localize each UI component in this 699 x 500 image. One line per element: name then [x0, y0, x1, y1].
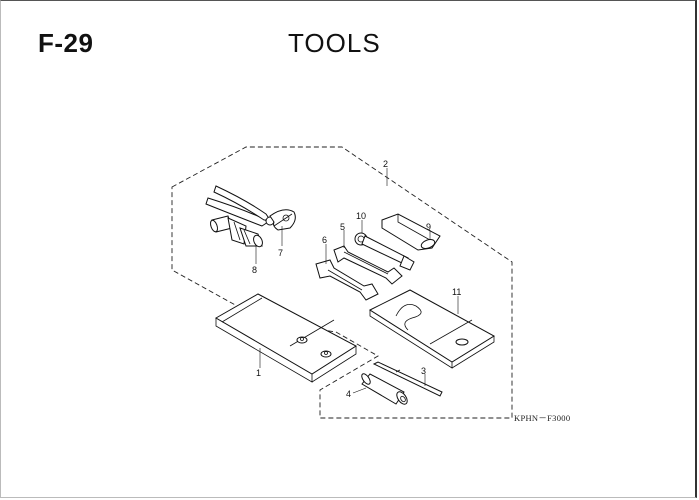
callout-3: 3	[421, 366, 426, 376]
callout-2: 2	[383, 159, 388, 169]
leader-lines	[255, 168, 459, 394]
grip-handle	[381, 213, 441, 251]
spark-plug-wrench	[210, 215, 263, 248]
tool-bag	[215, 293, 357, 383]
callout-6: 6	[322, 235, 327, 245]
callout-7: 7	[278, 248, 283, 258]
diagram-reference-code: KPHN－F3000	[514, 413, 570, 423]
callout-10: 10	[356, 211, 366, 221]
wrench-double-open-end-6	[315, 259, 379, 301]
page-code: F-29	[38, 28, 94, 58]
tool-kit-boundary	[171, 146, 513, 419]
callout-4: 4	[346, 389, 351, 399]
screwdriver-handle	[361, 373, 408, 405]
pliers	[205, 185, 296, 231]
callout-9: 9	[426, 222, 431, 232]
wrench-short	[354, 232, 415, 271]
tool-case	[368, 289, 495, 369]
screwdriver-shaft	[372, 361, 443, 397]
wrench-double-open-end-5	[333, 245, 403, 285]
callout-1: 1	[256, 368, 261, 378]
callout-11: 11	[452, 287, 461, 297]
page-title: TOOLS	[288, 28, 381, 58]
callout-8: 8	[252, 265, 257, 275]
callout-5: 5	[340, 222, 345, 232]
